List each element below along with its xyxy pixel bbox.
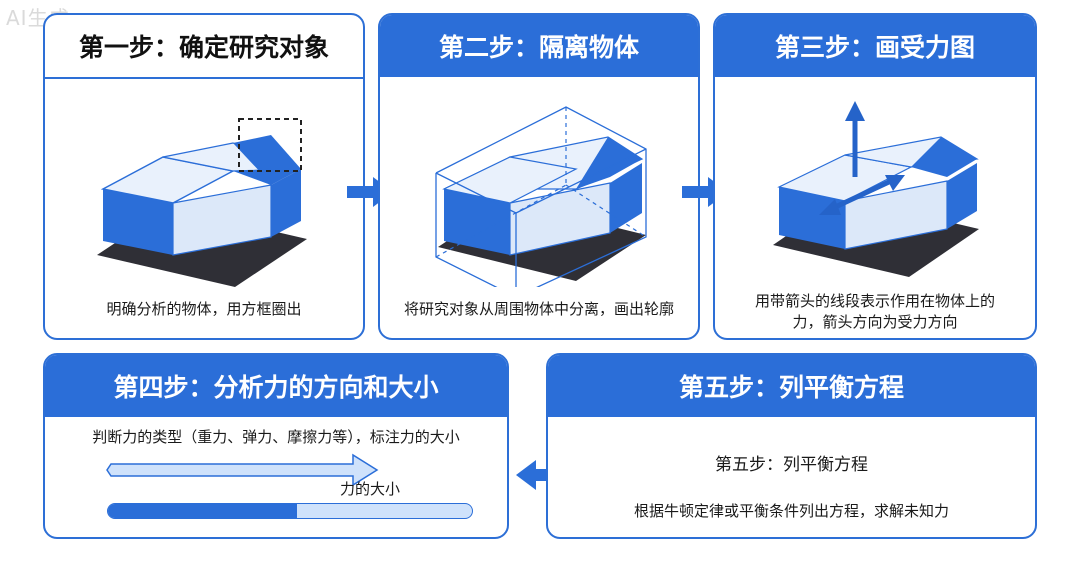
block-front — [444, 189, 510, 255]
magnitude-bar — [107, 503, 473, 519]
step-4-caption: 判断力的类型（重力、弹力、摩擦力等），标注力的大小 — [92, 428, 460, 446]
step-5-panel: 第五步：列平衡方程 第五步：列平衡方程 根据牛顿定律或平衡条件列出方程，求解未知… — [546, 353, 1037, 539]
step-2-illustration — [435, 106, 647, 287]
step-1-caption: 明确分析的物体，用方框圈出 — [106, 300, 302, 318]
selection-box — [238, 118, 302, 172]
flow-arrow-3 — [516, 460, 562, 490]
block-side-blue — [271, 169, 301, 237]
block-front — [779, 187, 845, 249]
magnitude-bar-fill — [108, 504, 298, 518]
block-top-blue — [911, 137, 977, 177]
step-3-illustration — [773, 101, 979, 277]
step-4-title: 第四步：分析力的方向和大小 — [45, 355, 507, 417]
step-2-title: 第二步：隔离物体 — [380, 15, 698, 77]
force-direction-arrow — [106, 453, 379, 487]
step-1-illustration — [97, 118, 307, 287]
step-1-panel: 第一步：确定研究对象 明确分析的物体，用方框圈出 — [43, 13, 365, 340]
step-2-panel: 第二步：隔离物体 将研究对象从周围物体中分离，画出轮廓 — [378, 13, 700, 340]
step-3-title: 第三步：画受力图 — [715, 15, 1035, 77]
step-5-subtitle: 第五步：列平衡方程 — [715, 455, 868, 475]
step-5-title: 第五步：列平衡方程 — [548, 355, 1035, 417]
isolation-hidden-lines — [435, 107, 647, 258]
step-3-panel: 第三步：画受力图 用带箭头的线段表示作用在物体上的力，箭头方向为受力方向 — [713, 13, 1037, 340]
magnitude-label: 力的大小 — [339, 480, 400, 498]
block-front — [103, 189, 173, 255]
block-side-blue — [947, 163, 977, 229]
step-2-caption: 将研究对象从周围物体中分离，画出轮廓 — [403, 300, 674, 318]
block-side-blue — [610, 163, 642, 233]
step-3-caption: 用带箭头的线段表示作用在物体上的力，箭头方向为受力方向 — [754, 292, 995, 331]
step-4-panel: 第四步：分析力的方向和大小 判断力的类型（重力、弹力、摩擦力等），标注力的大小 … — [43, 353, 509, 539]
vertical-force-arrow — [845, 101, 865, 177]
block-top-blue-back — [233, 135, 301, 175]
step-1-title: 第一步：确定研究对象 — [45, 15, 363, 79]
diagonal-force-arrow — [819, 175, 905, 215]
step-5-caption: 根据牛顿定律或平衡条件列出方程，求解未知力 — [633, 502, 949, 520]
